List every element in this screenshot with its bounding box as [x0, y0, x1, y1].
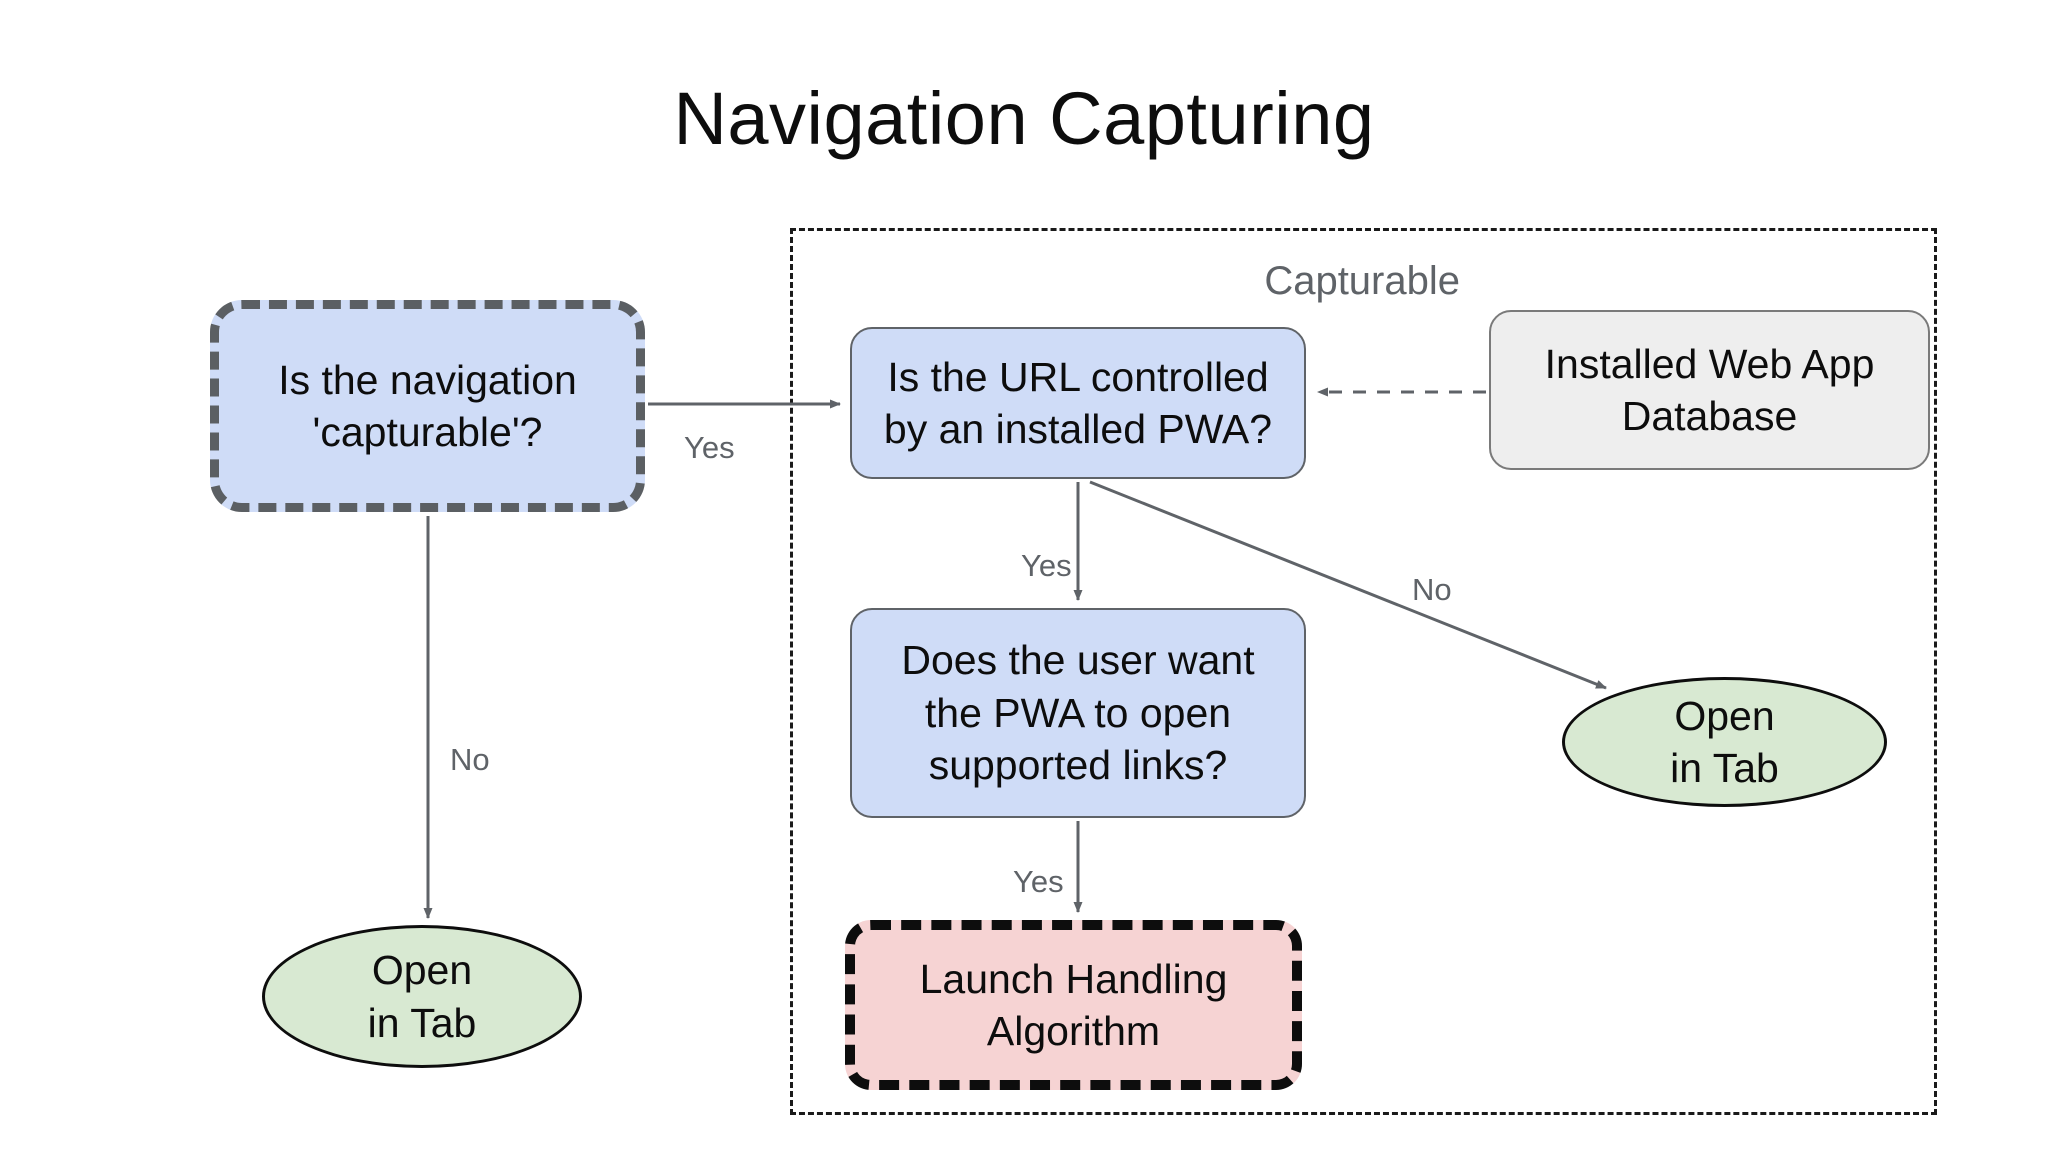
edge-label-capturable-yes: Yes [684, 430, 735, 465]
node-installed-web-app-database[interactable]: Installed Web App Database [1489, 310, 1930, 470]
node-is-url-controlled-by-pwa[interactable]: Is the URL controlled by an installed PW… [850, 327, 1306, 479]
edge-label-userwant-yes: Yes [1013, 864, 1064, 899]
node-open-in-tab-right-label: Open in Tab [1670, 692, 1779, 791]
node-launch-handling-algorithm[interactable]: Launch Handling Algorithm [845, 920, 1302, 1090]
edge-label-url-yes: Yes [1021, 548, 1072, 583]
node-is-navigation-capturable[interactable]: Is the navigation 'capturable'? [210, 300, 645, 512]
node-open-in-tab-left-label: Open in Tab [367, 947, 477, 1046]
node-launch-handling-algorithm-label: Launch Handling Algorithm [919, 955, 1228, 1054]
edge-label-capturable-no: No [450, 742, 490, 777]
node-installed-web-app-database-label: Installed Web App Database [1544, 340, 1875, 439]
node-does-user-want-pwa-open-links-label: Does the user want the PWA to open suppo… [901, 637, 1255, 789]
page-title: Navigation Capturing [673, 77, 1375, 160]
node-open-in-tab-left[interactable]: Open in Tab [262, 925, 582, 1068]
node-open-in-tab-right[interactable]: Open in Tab [1562, 677, 1887, 807]
node-is-url-controlled-by-pwa-label: Is the URL controlled by an installed PW… [883, 353, 1273, 452]
node-does-user-want-pwa-open-links[interactable]: Does the user want the PWA to open suppo… [850, 608, 1306, 818]
node-is-navigation-capturable-label: Is the navigation 'capturable'? [278, 356, 577, 455]
capturable-group-label: Capturable [1264, 259, 1460, 303]
capturable-group-boundary [790, 228, 1937, 1115]
edge-label-url-no: No [1412, 572, 1452, 607]
